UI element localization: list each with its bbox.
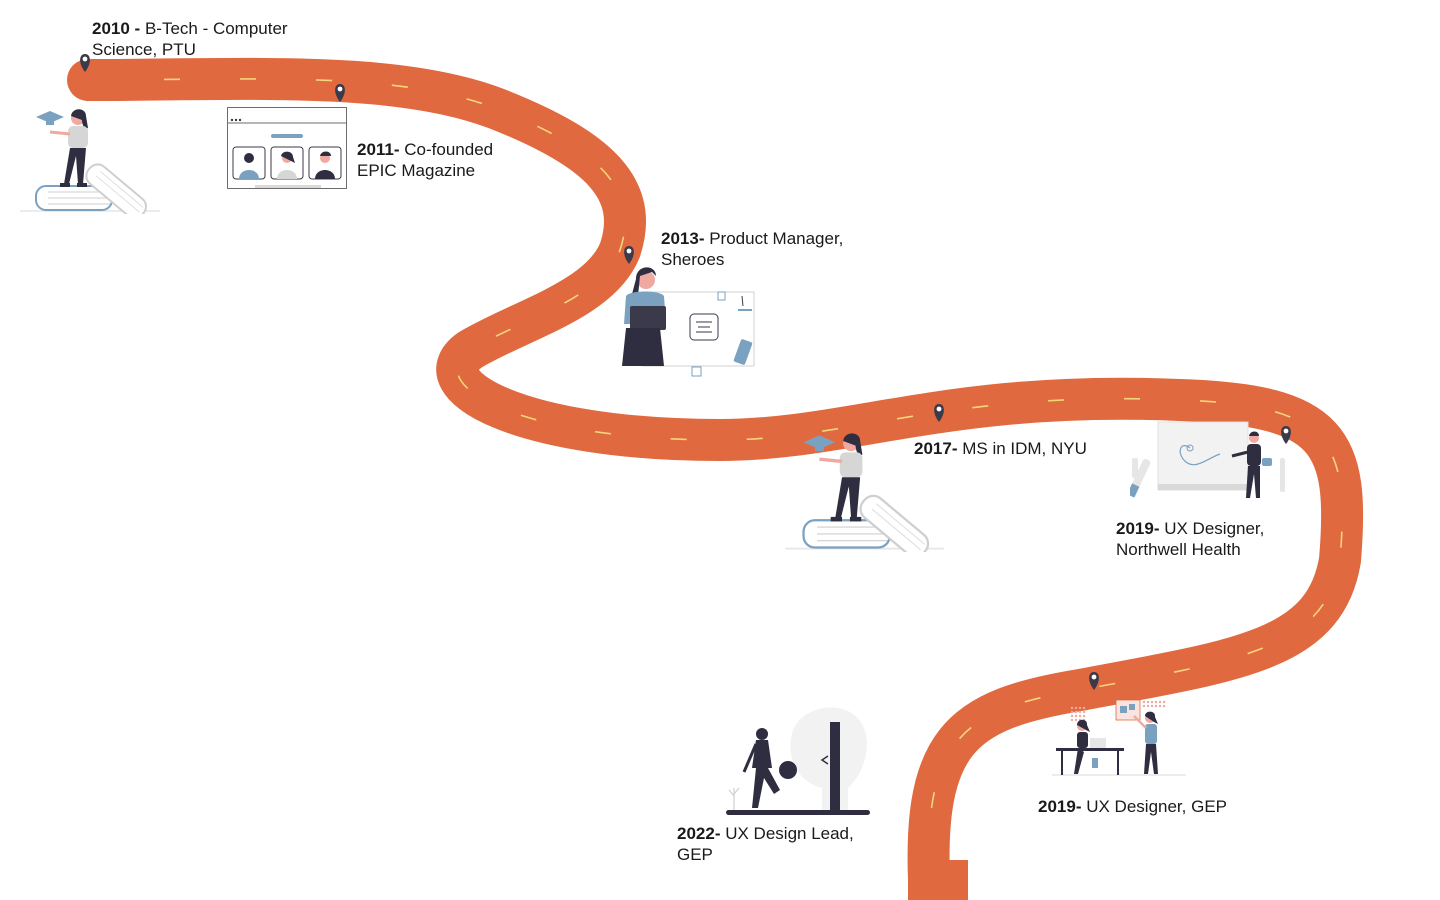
- milestone-2010: 2010 - B-Tech - Computer Science, PTU: [92, 18, 288, 60]
- video-call-team-icon: [227, 107, 347, 189]
- milestone-year: 2010 -: [92, 19, 141, 38]
- milestone-text-line: B-Tech - Computer: [144, 19, 288, 38]
- milestone-text-line: UX Designer,: [1164, 519, 1265, 538]
- map-pin-icon: [335, 84, 345, 102]
- design-team-desk-icon: [1052, 699, 1186, 776]
- map-pin-icon: [934, 404, 944, 422]
- milestone-2019-gep: 2019- UX Designer, GEP: [1038, 796, 1227, 817]
- milestone-text-line: GEP: [677, 845, 713, 864]
- graduate-on-book-icon: [20, 109, 160, 214]
- milestone-text-line: UX Design Lead,: [725, 824, 854, 843]
- road-path: [67, 57, 1364, 900]
- map-pin-icon: [624, 246, 634, 264]
- milestone-2022: 2022- UX Design Lead, GEP: [677, 823, 854, 865]
- milestone-text-line: EPIC Magazine: [357, 161, 476, 180]
- milestone-year: 2011-: [357, 140, 400, 159]
- breaking-lightbulb-icon: [726, 707, 870, 815]
- milestone-text-line: Sheroes: [661, 250, 725, 269]
- milestone-text-line: Science, PTU: [92, 40, 196, 59]
- road-start-cap: [86, 59, 108, 101]
- whiteboard-designer-icon: [1130, 421, 1285, 498]
- milestone-year: 2019-: [1116, 519, 1160, 538]
- milestone-text-line: MS in IDM, NYU: [962, 439, 1087, 458]
- map-pin-icon: [1089, 672, 1099, 690]
- milestone-year: 2019-: [1038, 797, 1082, 816]
- road-end: [908, 860, 968, 900]
- graduate-on-book-icon: [785, 433, 944, 552]
- milestone-text-line: UX Designer, GEP: [1086, 797, 1227, 816]
- milestone-year: 2022-: [677, 824, 721, 843]
- milestone-2013: 2013- Product Manager, Sheroes: [661, 228, 843, 270]
- milestone-2017: 2017- MS in IDM, NYU: [914, 438, 1087, 459]
- map-pin-icon: [1281, 426, 1291, 444]
- milestone-year: 2013-: [661, 229, 705, 248]
- milestone-year: 2017-: [914, 439, 958, 458]
- map-pin-icon: [80, 54, 90, 72]
- milestone-text-line: Northwell Health: [1116, 540, 1241, 559]
- milestone-2011: 2011- Co-founded EPIC Magazine: [357, 139, 493, 181]
- milestone-text-line: Product Manager,: [709, 229, 844, 248]
- milestone-2019-northwell: 2019- UX Designer, Northwell Health: [1116, 518, 1264, 560]
- presenter-with-laptop-icon: [622, 267, 755, 377]
- milestone-text-line: Co-founded: [404, 140, 494, 159]
